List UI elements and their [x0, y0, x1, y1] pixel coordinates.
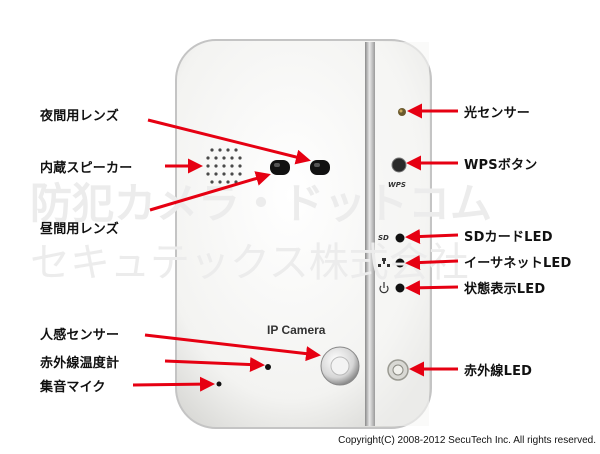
ir-thermometer-hole [265, 364, 271, 370]
arrow-motion-sensor [144, 333, 321, 362]
label-motion-sensor: 人感センサー [40, 328, 120, 343]
arrow-ethernet-led [405, 255, 459, 271]
arrow-day-lens [149, 171, 271, 212]
sd-text: SD [378, 234, 389, 242]
label-ir-temp: 赤外線温度計 [40, 356, 120, 371]
arrow-ir-temp [164, 357, 265, 372]
speaker-grille [206, 148, 242, 184]
microphone-hole [216, 381, 222, 387]
label-ir-led: 赤外線LED [464, 364, 533, 379]
power-icon [379, 282, 389, 294]
copyright-text: Copyright(C) 2008-2012 SecuTech Inc. All… [338, 435, 596, 446]
arrow-status-led [405, 280, 459, 296]
wps-text: WPS [388, 181, 406, 189]
arrow-microphone [132, 376, 215, 392]
label-sd-led: SDカードLED [464, 230, 553, 245]
side-strip [365, 42, 375, 426]
status-led [395, 283, 405, 293]
label-microphone: 集音マイク [40, 380, 106, 395]
ethernet-led [395, 258, 405, 268]
label-wps-button: WPSボタン [464, 158, 538, 173]
label-ethernet-led: イーサネットLED [464, 256, 572, 271]
arrow-sd-led [405, 229, 459, 245]
network-icon [378, 258, 390, 267]
label-day-lens: 昼間用レンズ [40, 222, 119, 237]
sd-led [395, 233, 405, 243]
brand-text: IP Camera [267, 323, 326, 337]
label-night-lens: 夜間用レンズ [40, 109, 119, 124]
arrow-night-lens [147, 118, 311, 165]
label-speaker: 内蔵スピーカー [40, 161, 133, 176]
label-status-led: 状態表示LED [464, 282, 546, 297]
label-light-sensor: 光センサー [464, 106, 531, 121]
